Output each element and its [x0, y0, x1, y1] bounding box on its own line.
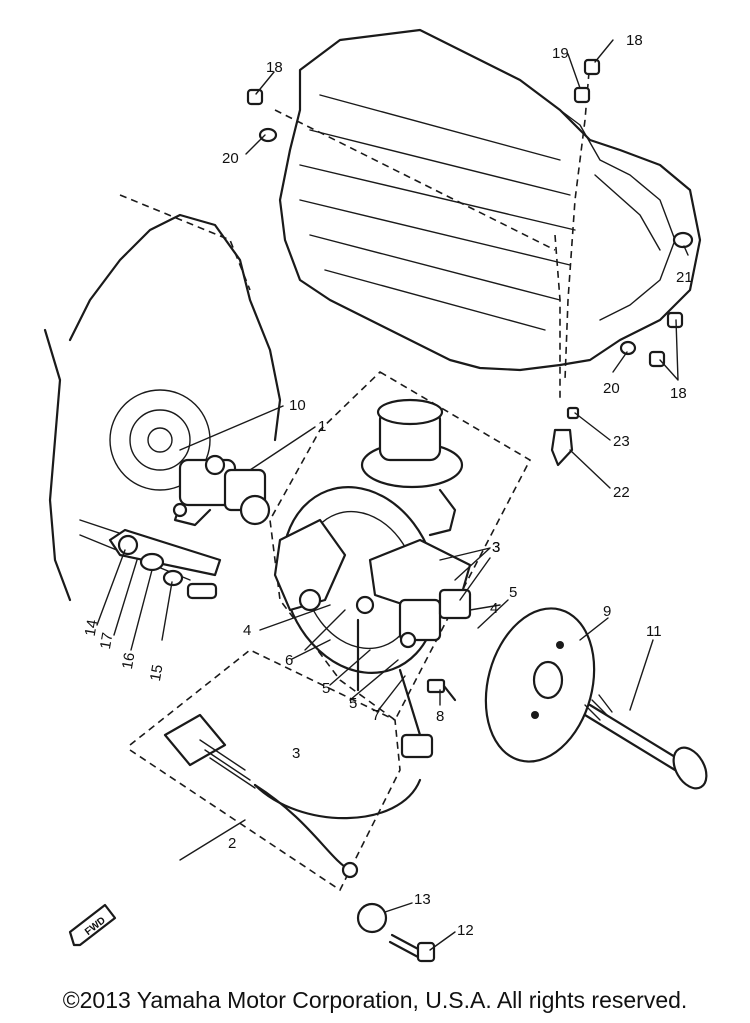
- callout-number: 8: [436, 708, 444, 725]
- callout-number: 11: [646, 623, 662, 640]
- callout-number: 19: [552, 45, 569, 62]
- engine-block-illustration: [274, 28, 702, 400]
- callout-number: 20: [603, 380, 620, 397]
- callout-number: 5: [509, 584, 517, 601]
- stator-plate: [273, 486, 472, 759]
- callout-number: 3: [292, 745, 300, 762]
- stator-group-boundary: [269, 371, 532, 722]
- rotor-disc: [484, 607, 596, 763]
- leader-lines: [96, 39, 689, 951]
- callout-number: 5: [322, 680, 330, 697]
- callout-number: 16: [119, 651, 139, 670]
- callout-number: 20: [222, 150, 239, 167]
- bracket-and-fasteners: [108, 528, 222, 600]
- callout-number: 18: [626, 32, 643, 49]
- copyright-notice: ©2013 Yamaha Motor Corporation, U.S.A. A…: [62, 987, 688, 1013]
- callout-number: 4: [243, 622, 251, 639]
- hose-clips: [246, 58, 694, 467]
- callout-number: 4: [490, 600, 498, 617]
- forward-arrow-icon: FWD: [68, 903, 117, 947]
- callout-number: 13: [414, 891, 431, 908]
- callout-number: 7: [372, 707, 380, 724]
- callout-number: 3: [492, 539, 500, 556]
- callout-number: 14: [82, 618, 102, 637]
- callout-number: 22: [613, 484, 630, 501]
- callout-number: 1: [318, 418, 326, 435]
- callout-number: 6: [285, 652, 293, 669]
- bolt-8: [426, 678, 457, 702]
- callout-number: 3: [492, 539, 500, 556]
- callout-number: 15: [147, 663, 167, 682]
- crankcase-illustration: [43, 194, 282, 602]
- callout-number: 9: [603, 603, 611, 620]
- callout-number: 18: [670, 385, 687, 402]
- callout-number: 17: [97, 631, 117, 650]
- vacuum-advance-unit: [360, 398, 464, 537]
- callout-number: 18: [266, 59, 283, 76]
- pickup-assembly: [172, 454, 271, 527]
- collar-and-bolt: [356, 902, 436, 963]
- callout-number: 2: [228, 835, 236, 852]
- wiring-harness: [129, 649, 422, 892]
- callout-number: 5: [349, 695, 357, 712]
- callout-number: 12: [457, 922, 474, 939]
- callout-number: 23: [613, 433, 630, 450]
- rotor-bolt: [583, 694, 708, 790]
- callout-number: 10: [289, 397, 306, 414]
- callout-number: 21: [676, 269, 693, 286]
